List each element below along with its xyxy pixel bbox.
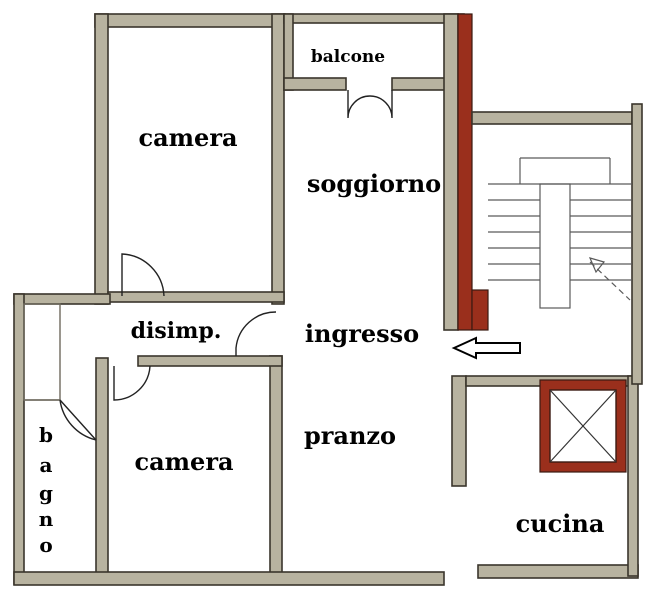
door-disimp — [235, 311, 277, 356]
doors — [59, 90, 393, 441]
wall-bottom — [13, 571, 445, 586]
room-label-cucina: cucina — [516, 509, 605, 538]
door-balcony-right — [369, 90, 393, 119]
room-label-ingresso: ingresso — [305, 319, 419, 348]
wall-bagno-top — [13, 293, 111, 305]
room-label-camera-top: camera — [138, 123, 237, 152]
room-label-soggiorno: soggiorno — [307, 169, 441, 198]
wall-kitchen-left — [451, 375, 467, 487]
room-label-pranzo: pranzo — [304, 421, 396, 450]
wall-camera-soggiorno — [271, 13, 285, 305]
entrance-arrow-icon — [451, 336, 521, 360]
bagno-niche — [23, 303, 61, 401]
staircase-icon — [488, 157, 632, 309]
wall-camera-bottom — [107, 291, 285, 303]
room-label-bagno-letter: b — [39, 423, 53, 447]
wall-stair-stub — [471, 289, 489, 331]
door-bagno — [59, 399, 97, 441]
door-camera-top — [121, 253, 165, 297]
room-label-bagno-letter: n — [39, 507, 54, 531]
elevator-shaft-icon — [539, 379, 627, 473]
room-label-bagno-letter: a — [40, 453, 53, 477]
wall-stair-upper — [457, 13, 473, 331]
wall-camera-pranzo — [269, 355, 283, 575]
wall-bagno-camera — [95, 357, 109, 585]
wall-kitchen-right — [627, 375, 639, 577]
wall-left-camera — [94, 13, 109, 305]
room-label-bagno-letter: o — [39, 533, 52, 557]
room-label-bagno: b a g n o — [39, 423, 54, 557]
room-label-disimp: disimp. — [131, 318, 222, 344]
wall-bottom-right — [477, 564, 639, 579]
room-label-bagno-letter: g — [39, 481, 53, 505]
door-balcony-left — [347, 90, 371, 119]
wall-bagno-left — [13, 293, 25, 585]
wall-stairwell-top — [471, 111, 633, 125]
room-label-camera-bottom: camera — [134, 447, 233, 476]
wall-balcony-bottom-left — [283, 77, 347, 91]
door-camera-bottom — [113, 365, 151, 401]
wall-right-upper — [443, 13, 459, 331]
wall-balcony-top — [283, 13, 465, 24]
wall-top-camera — [94, 13, 286, 28]
wall-camera-lower-top — [137, 355, 283, 367]
walls — [13, 13, 643, 586]
wall-stairwell-right — [631, 103, 643, 385]
room-label-balcone: balcone — [311, 47, 385, 67]
